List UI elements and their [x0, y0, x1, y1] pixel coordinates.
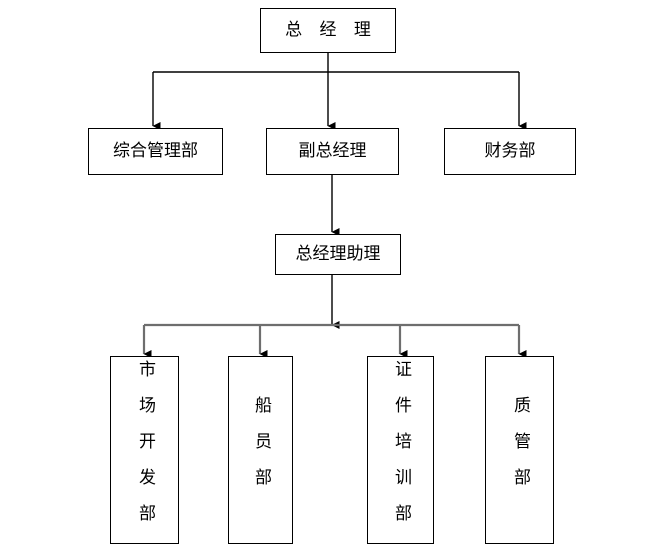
node-finance-dept[interactable]: 财务部 [444, 128, 576, 175]
node-market-development-dept[interactable]: 市场开发部 [110, 356, 179, 544]
node-label-deputy-general-manager: 副总经理 [298, 141, 367, 162]
node-label-comprehensive-management-dept: 综合管理部 [113, 141, 198, 162]
node-crew-dept[interactable]: 船员部 [228, 356, 293, 544]
node-general-manager-assistant[interactable]: 总经理助理 [275, 234, 401, 275]
node-label-finance-dept: 财务部 [484, 141, 536, 162]
node-deputy-general-manager[interactable]: 副总经理 [266, 128, 399, 175]
node-label-general-manager-assistant: 总经理助理 [295, 244, 381, 265]
node-label-certificate-training-dept: 证件培训部 [391, 360, 411, 540]
node-quality-management-dept[interactable]: 质管部 [485, 356, 554, 544]
connector-gm-to-level2 [152, 53, 527, 130]
node-comprehensive-management-dept[interactable]: 综合管理部 [88, 128, 223, 175]
connector-bus-to-level4 [142, 323, 527, 358]
node-label-market-development-dept: 市场开发部 [135, 360, 155, 540]
node-general-manager[interactable]: 总 经 理 [260, 8, 396, 53]
node-label-general-manager: 总 经 理 [285, 20, 377, 41]
node-label-quality-management-dept: 质管部 [510, 396, 530, 504]
node-label-crew-dept: 船员部 [251, 396, 271, 504]
node-certificate-training-dept[interactable]: 证件培训部 [367, 356, 434, 544]
